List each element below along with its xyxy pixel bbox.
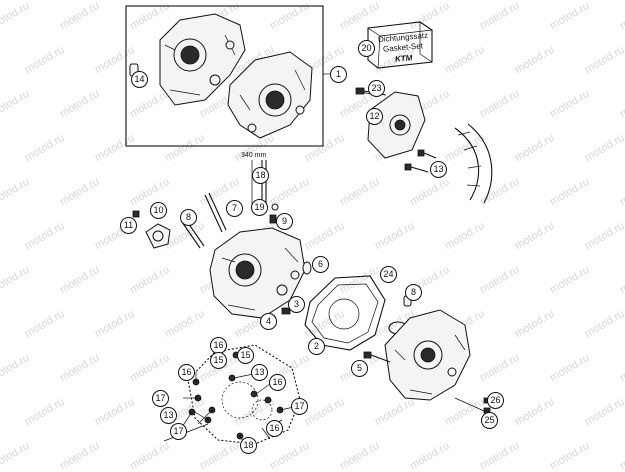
- screw-11: [132, 210, 140, 218]
- callout-20[interactable]: 20: [358, 40, 375, 57]
- callout-13-mid[interactable]: 13: [251, 364, 268, 381]
- callout-13-top[interactable]: 13: [430, 161, 447, 178]
- side-cover-12: [359, 91, 426, 159]
- curved-gasket: [454, 123, 493, 204]
- callout-16-top[interactable]: 16: [210, 337, 227, 354]
- callout-15-right[interactable]: 15: [237, 347, 254, 364]
- callout-18-bottom[interactable]: 18: [240, 437, 257, 454]
- screws-13-top: [404, 149, 437, 173]
- ball-19: [271, 203, 279, 211]
- screw-5: [363, 351, 372, 359]
- callout-13-lower[interactable]: 13: [160, 407, 177, 424]
- callout-2[interactable]: 2: [308, 338, 325, 355]
- brand-logo: KTM: [394, 53, 413, 64]
- callout-10[interactable]: 10: [150, 202, 167, 219]
- callout-1[interactable]: 1: [330, 66, 347, 83]
- callout-11[interactable]: 11: [120, 217, 137, 234]
- callout-6[interactable]: 6: [312, 256, 329, 273]
- callout-18[interactable]: 18: [252, 167, 269, 184]
- gasket-kit-box: [367, 21, 433, 69]
- callout-19[interactable]: 19: [251, 199, 268, 216]
- callout-12[interactable]: 12: [366, 108, 383, 125]
- crankcase-half-right-lower: [384, 309, 471, 401]
- callout-3[interactable]: 3: [288, 296, 305, 313]
- callout-26[interactable]: 26: [487, 392, 504, 409]
- seal-6: [302, 261, 312, 275]
- callout-23[interactable]: 23: [368, 80, 385, 97]
- gasket-2: [304, 275, 386, 351]
- dimension-label: 340 mm: [241, 152, 267, 159]
- callout-25[interactable]: 25: [481, 412, 498, 429]
- callout-17-right[interactable]: 17: [291, 398, 308, 415]
- stud-8-left: [181, 221, 201, 249]
- callout-8-right[interactable]: 8: [405, 284, 422, 301]
- crankcase-half-left-top: [159, 13, 246, 106]
- callout-16-left[interactable]: 16: [178, 364, 195, 381]
- crankcase-half-middle: [209, 227, 306, 319]
- callout-17-bottom[interactable]: 17: [170, 423, 187, 440]
- callout-24[interactable]: 24: [380, 266, 397, 283]
- callout-15-left[interactable]: 15: [210, 352, 227, 369]
- callout-16-bottom-right[interactable]: 16: [266, 420, 283, 437]
- callout-8-left[interactable]: 8: [180, 209, 197, 226]
- flange-10: [145, 223, 171, 249]
- callout-17-left[interactable]: 17: [152, 390, 169, 407]
- callout-9[interactable]: 9: [276, 213, 293, 230]
- crankcase-half-right-top: [227, 51, 313, 139]
- bolt-3: [281, 307, 291, 315]
- stud-7: [204, 194, 223, 233]
- callout-5[interactable]: 5: [351, 360, 368, 377]
- assembly-frame: [125, 5, 324, 147]
- callout-7[interactable]: 7: [226, 200, 243, 217]
- callout-16-right[interactable]: 16: [269, 374, 286, 391]
- callout-14[interactable]: 14: [131, 71, 148, 88]
- callout-4[interactable]: 4: [260, 313, 277, 330]
